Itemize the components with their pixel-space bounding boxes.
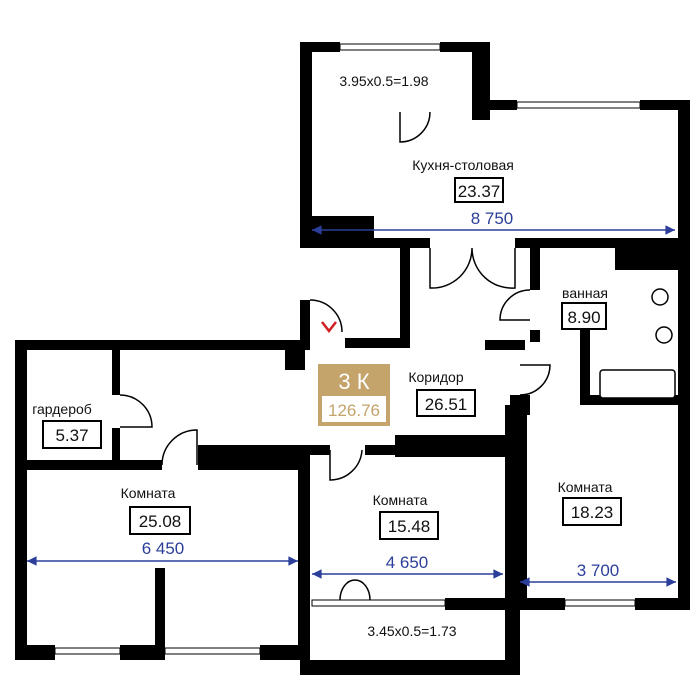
bathroom-fixtures (599, 288, 676, 399)
dimension-middle-room: 4 650 (386, 553, 429, 572)
balcony-top-formula: 3.95x0.5=1.98 (339, 73, 428, 89)
room-name-left: Комната (121, 485, 176, 501)
room-area-kitchen: 23.37 (458, 182, 501, 201)
room-area-right: 18.23 (571, 503, 614, 522)
apartment-type: 3 К (338, 369, 369, 394)
room-name-right: Комната (558, 479, 613, 495)
windows (54, 43, 641, 655)
doors (119, 111, 551, 601)
room-name-bathroom: ванная (562, 285, 608, 301)
dimension-kitchen: 8 750 (471, 209, 514, 228)
apartment-badge: 3 К 126.76 (318, 364, 390, 426)
room-name-kitchen: Кухня-столовая (412, 157, 514, 173)
room-area-left: 25.08 (139, 512, 182, 531)
room-area-wardrobe: 5.37 (55, 426, 88, 445)
room-name-middle: Комната (373, 492, 428, 508)
room-area-corridor: 26.51 (425, 395, 468, 414)
balcony-bottom-formula: 3.45x0.5=1.73 (367, 623, 456, 639)
dimension-right-room: 3 700 (577, 561, 620, 580)
dimension-left-room: 6 450 (142, 539, 185, 558)
room-name-wardrobe: гардероб (32, 401, 92, 417)
room-area-bathroom: 8.90 (567, 308, 600, 327)
room-area-middle: 15.48 (388, 517, 431, 536)
room-name-corridor: Коридор (408, 369, 464, 385)
entrance-arrow-icon (321, 321, 337, 334)
walls (15, 42, 690, 675)
apartment-total-area: 126.76 (328, 401, 380, 420)
